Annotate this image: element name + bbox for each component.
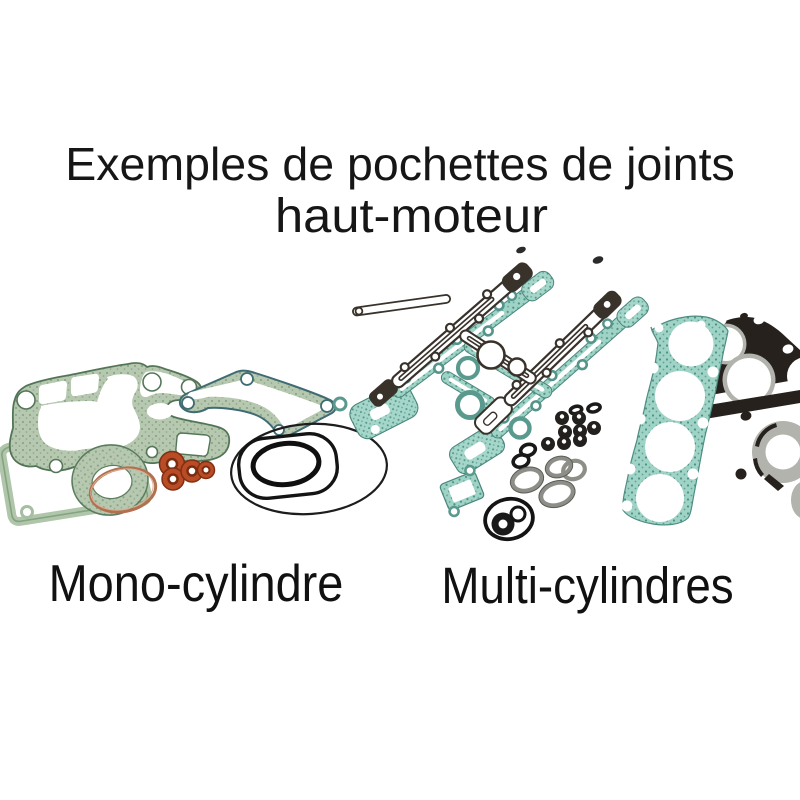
svg-text:haut-moteur: haut-moteur (275, 189, 548, 243)
svg-text:Exemples de pochettes de joint: Exemples de pochettes de joints (65, 138, 734, 190)
svg-text:Multi-cylindres: Multi-cylindres (441, 558, 733, 615)
svg-text:Mono-cylindre: Mono-cylindre (49, 554, 344, 613)
